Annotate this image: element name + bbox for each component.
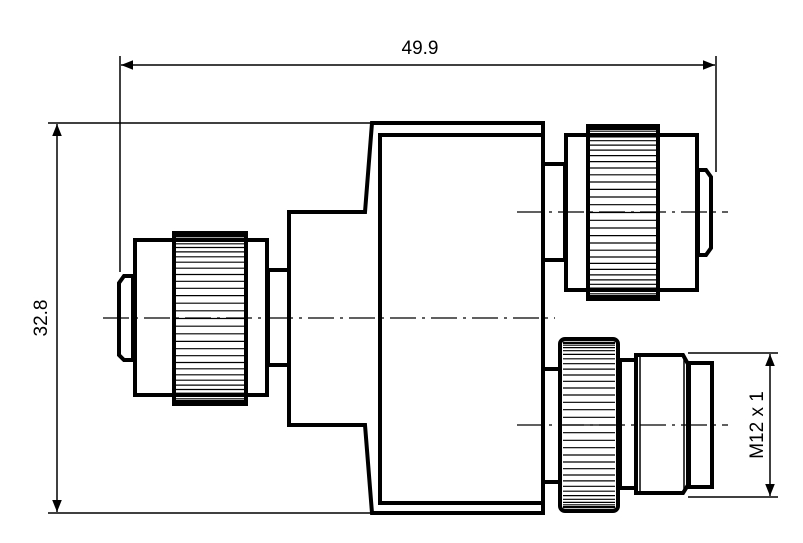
height-dimension: 32.8 xyxy=(31,122,372,514)
main-body xyxy=(287,121,545,515)
thread-label: M12 x 1 xyxy=(747,391,768,459)
height-label: 32.8 xyxy=(31,300,52,337)
knurl-pattern xyxy=(176,234,244,403)
length-label: 49.9 xyxy=(402,38,439,59)
knurl-pattern xyxy=(590,127,656,298)
thread-dimension: M12 x 1 xyxy=(688,352,778,498)
length-dimension: 49.9 xyxy=(119,38,717,272)
knurl-pattern xyxy=(563,341,615,509)
